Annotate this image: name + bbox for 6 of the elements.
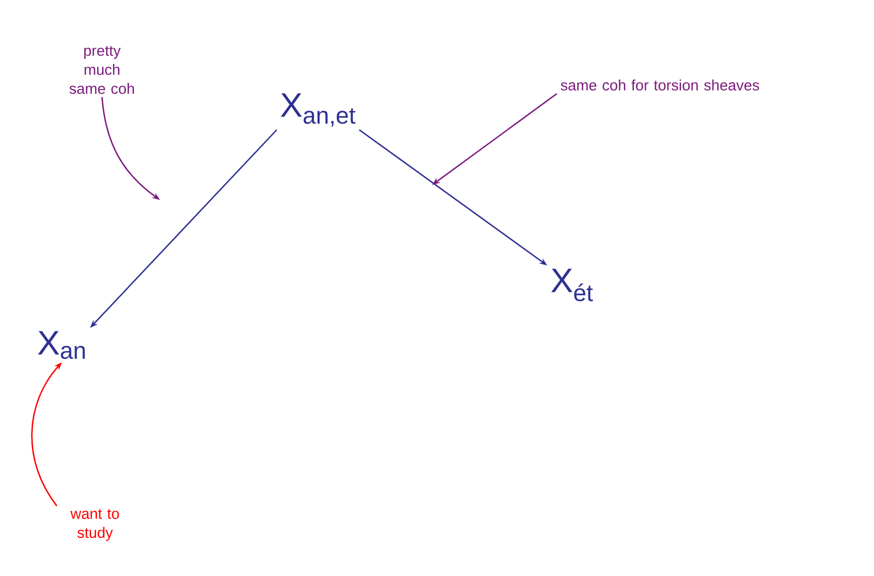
note-text: pretty much same coh — [70, 46, 134, 94]
math-label: X$_{an,et}$ — [280, 93, 356, 127]
math-label: X$_{ét}$ — [551, 268, 593, 302]
math-label: X$_{an}$ — [38, 331, 85, 359]
note-text: want to study — [70, 509, 119, 541]
note-text: same coh for torsion sheaves — [560, 80, 760, 90]
